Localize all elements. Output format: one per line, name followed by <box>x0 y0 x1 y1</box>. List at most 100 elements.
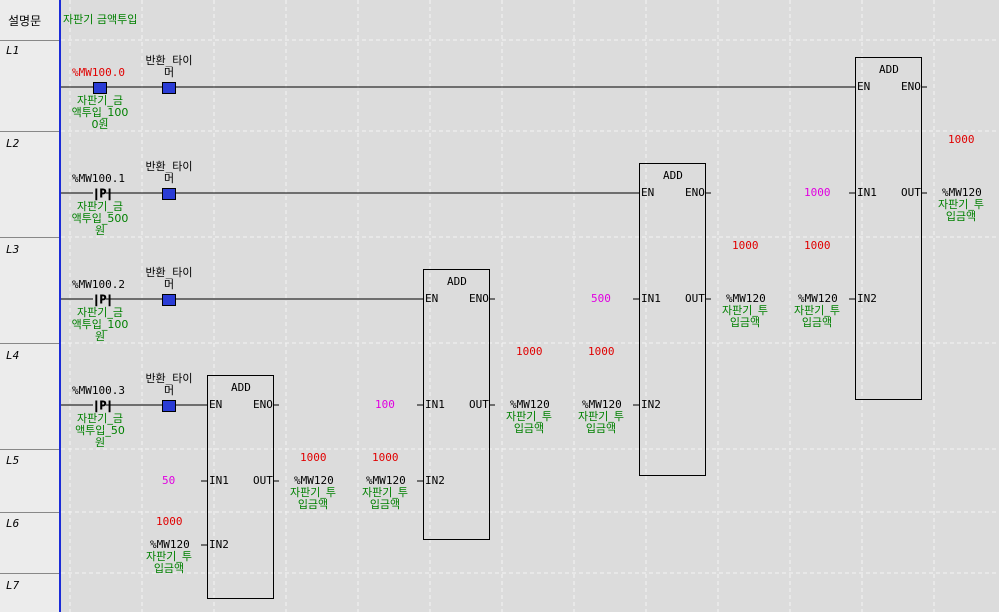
in2-variable[interactable]: %MW120 <box>366 474 406 487</box>
pin-in1: IN1 <box>209 474 229 487</box>
row-label-l6[interactable]: L6 <box>6 517 20 530</box>
in2-live-value: 1000 <box>588 345 615 358</box>
desc-line: 액투입_100 <box>71 318 129 331</box>
in1-constant[interactable]: 500 <box>591 292 611 305</box>
pin-en: EN <box>641 186 655 199</box>
add-function-block[interactable] <box>207 375 274 599</box>
contact-no[interactable] <box>93 82 107 94</box>
contact-address: %MW100.1 <box>72 172 125 185</box>
contact-address: %MW100.3 <box>72 384 125 397</box>
pin-eno: ENO <box>685 186 705 199</box>
svg-text:|P|: |P| <box>93 399 113 412</box>
row-label-l2[interactable]: L2 <box>6 137 20 150</box>
desc-line: 자판기_투 <box>794 304 840 317</box>
pin-en: EN <box>209 398 223 411</box>
contact-nc-timer[interactable] <box>162 82 176 94</box>
block-title: ADD <box>231 381 251 394</box>
contact-address: %MW100.2 <box>72 278 125 291</box>
in2-live-value: 1000 <box>372 451 399 464</box>
rung-comment[interactable]: 자판기 금액투입 <box>63 13 138 26</box>
timer-contact-label: 반환_타이 머 <box>141 55 197 79</box>
pin-eno: ENO <box>469 292 489 305</box>
desc-line: 입금액 <box>729 316 761 329</box>
pin-in2: IN2 <box>425 474 445 487</box>
pin-en: EN <box>857 80 871 93</box>
ladder-canvas[interactable]: |P| |P| |P| 자판기 금액투입 %MW100.0 자판기_금 액투입_… <box>61 0 999 612</box>
block-title: ADD <box>447 275 467 288</box>
timer-contact-label: 반환_타이 머 <box>141 373 197 397</box>
row-separator <box>0 512 59 513</box>
pin-in1: IN1 <box>857 186 877 199</box>
desc-line: 자판기_투 <box>290 486 336 499</box>
add-function-block[interactable] <box>423 269 490 540</box>
row-label-l5[interactable]: L5 <box>6 454 20 467</box>
row-separator <box>0 573 59 574</box>
in1-constant[interactable]: 1000 <box>804 186 831 199</box>
in2-live-value: 1000 <box>804 239 831 252</box>
contact-nc-timer[interactable] <box>162 400 176 412</box>
row-separator <box>0 343 59 344</box>
row-label-l1[interactable]: L1 <box>6 44 20 57</box>
desc-line: 입금액 <box>945 210 977 223</box>
in1-constant[interactable]: 100 <box>375 398 395 411</box>
out-variable[interactable]: %MW120 <box>294 474 334 487</box>
timer-contact-label: 반환_타이 머 <box>141 161 197 185</box>
out-live-value: 1000 <box>516 345 543 358</box>
desc-line: 자판기_금 <box>77 200 123 213</box>
row-label-l7[interactable]: L7 <box>6 579 20 592</box>
desc-line: 입금액 <box>585 422 617 435</box>
contact-description: 자판기_금 액투입_50 원 <box>67 413 133 449</box>
pin-in2: IN2 <box>209 538 229 551</box>
out-variable[interactable]: %MW120 <box>942 186 982 199</box>
in2-description: 자판기_투 입금액 <box>355 487 415 511</box>
timer-line: 머 <box>163 172 175 185</box>
out-variable[interactable]: %MW120 <box>726 292 766 305</box>
description-header: 설명문 <box>8 14 42 28</box>
timer-line: 반환_타이 <box>145 160 193 173</box>
svg-text:|P|: |P| <box>93 187 113 200</box>
row-label-l3[interactable]: L3 <box>6 243 20 256</box>
svg-text:|P|: |P| <box>93 293 113 306</box>
desc-line: 자판기_투 <box>722 304 768 317</box>
desc-line: 입금액 <box>801 316 833 329</box>
desc-line: 입금액 <box>513 422 545 435</box>
in2-description: 자판기_투 입금액 <box>787 305 847 329</box>
contact-address: %MW100.0 <box>72 66 125 79</box>
block-title: ADD <box>879 63 899 76</box>
contact-nc-timer[interactable] <box>162 294 176 306</box>
in1-constant[interactable]: 50 <box>162 474 176 487</box>
desc-line: 액투입_100 <box>71 106 129 119</box>
out-variable[interactable]: %MW120 <box>510 398 550 411</box>
desc-line: 입금액 <box>369 498 401 511</box>
add-function-block[interactable] <box>639 163 706 476</box>
in2-live-value: 1000 <box>156 515 183 528</box>
in2-variable[interactable]: %MW120 <box>582 398 622 411</box>
ladder-wiring: |P| |P| |P| <box>61 0 999 612</box>
out-description: 자판기_투 입금액 <box>715 305 775 329</box>
timer-line: 반환_타이 <box>145 54 193 67</box>
desc-line: 자판기_투 <box>578 410 624 423</box>
row-separator <box>0 237 59 238</box>
timer-contact-label: 반환_타이 머 <box>141 267 197 291</box>
pin-out: OUT <box>469 398 489 411</box>
timer-line: 머 <box>163 278 175 291</box>
desc-line: 자판기_투 <box>362 486 408 499</box>
desc-line: 자판기_금 <box>77 412 123 425</box>
contact-nc-timer[interactable] <box>162 188 176 200</box>
desc-line: 0원 <box>91 118 109 131</box>
row-separator <box>0 40 59 41</box>
row-label-l4[interactable]: L4 <box>6 349 20 362</box>
pin-eno: ENO <box>253 398 273 411</box>
block-title: ADD <box>663 169 683 182</box>
in2-variable[interactable]: %MW120 <box>798 292 838 305</box>
pin-in1: IN1 <box>641 292 661 305</box>
desc-line: 입금액 <box>153 562 185 575</box>
contact-description: 자판기_금 액투입_500 원 <box>67 201 133 237</box>
pin-eno: ENO <box>901 80 921 93</box>
in2-variable[interactable]: %MW120 <box>150 538 190 551</box>
add-function-block[interactable] <box>855 57 922 400</box>
row-separator <box>0 131 59 132</box>
in2-description: 자판기_투 입금액 <box>571 411 631 435</box>
desc-line: 액투입_50 <box>75 424 125 437</box>
timer-line: 머 <box>163 66 175 79</box>
